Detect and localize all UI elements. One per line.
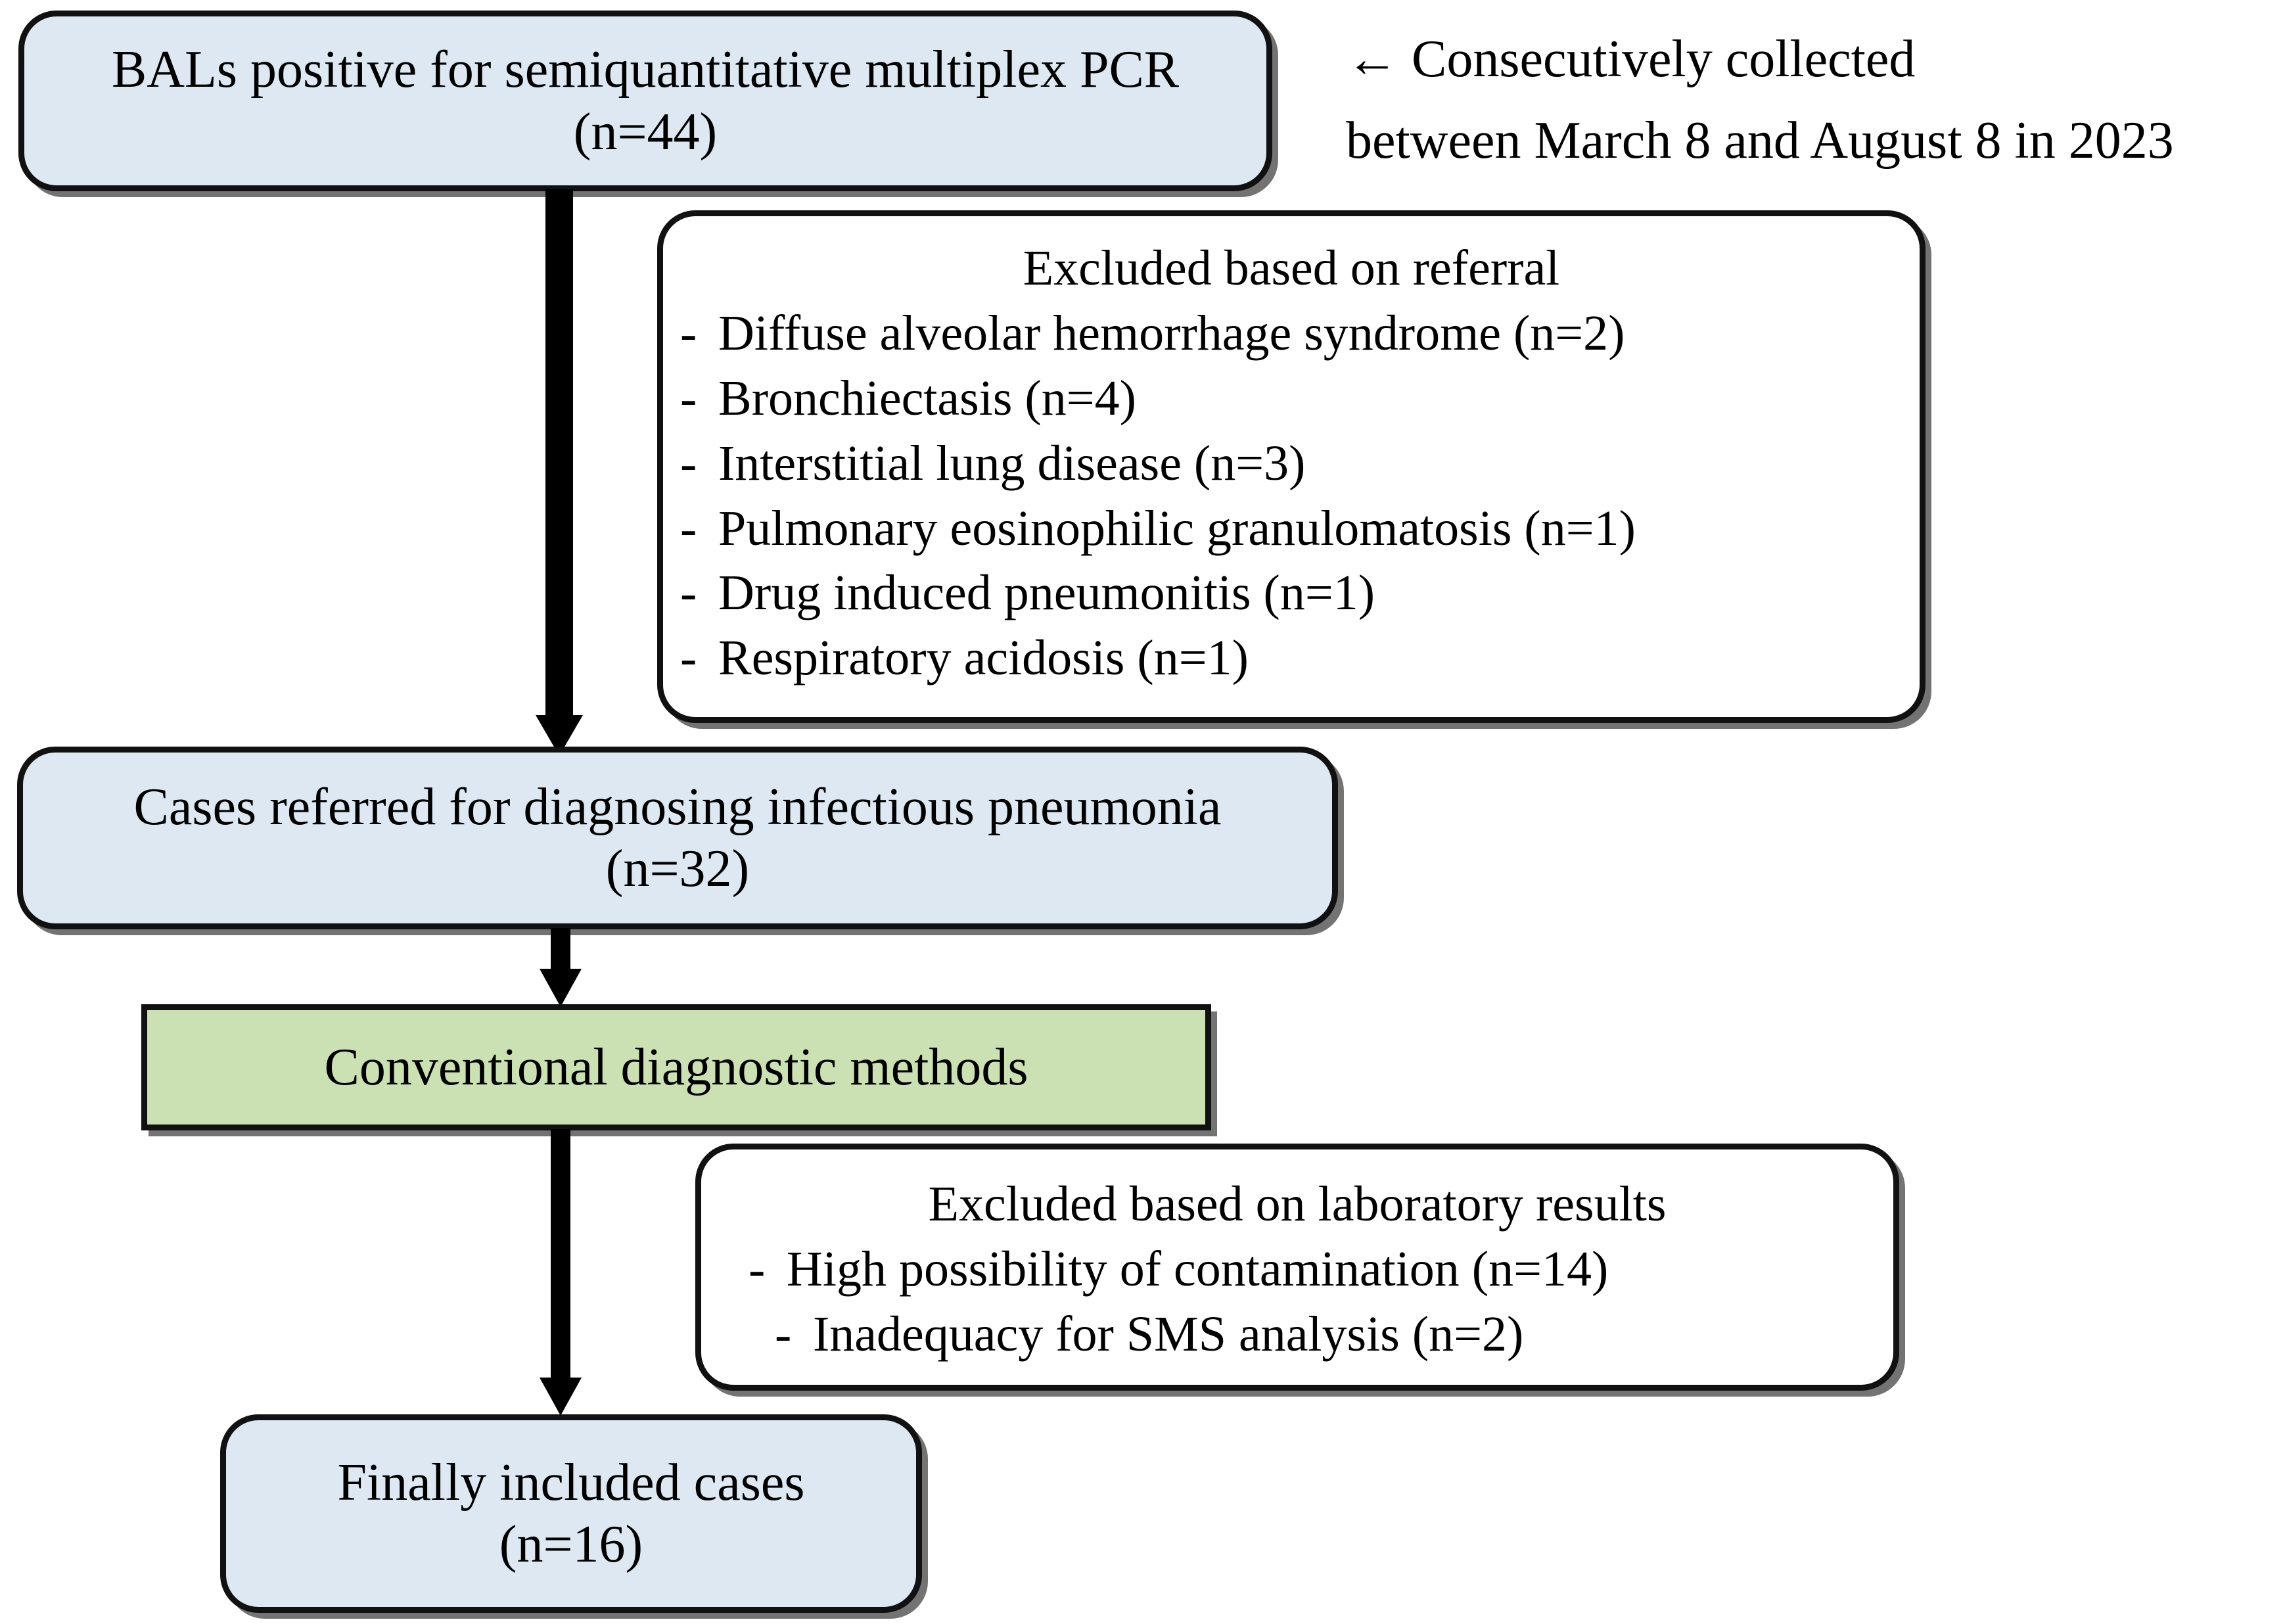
list-item-label: Diffuse alveolar hemorrhage syndrome (n=…	[718, 306, 1625, 361]
exclusion-box-laboratory: Excluded based on laboratory results - H…	[695, 1144, 1899, 1391]
list-item-label: Drug induced pneumonitis (n=1)	[718, 565, 1375, 621]
list-item-label: Inadequacy for SMS analysis (n=2)	[813, 1306, 1524, 1362]
annotation-text-2: between March 8 and August 8 in 2023	[1346, 112, 2174, 170]
bullet-dash-icon: -	[680, 565, 697, 621]
bullet-dash-icon: -	[680, 306, 697, 361]
node-referred-cases: Cases referred for diagnosing infectious…	[17, 747, 1338, 929]
list-item: - Inadequacy for SMS analysis (n=2)	[749, 1302, 1608, 1367]
bullet-dash-icon: -	[680, 500, 697, 556]
bullet-dash-icon: -	[680, 630, 697, 686]
left-arrow-icon: ←	[1346, 30, 1398, 88]
list-item: - High possibility of contamination (n=1…	[749, 1237, 1608, 1302]
exclusion-laboratory-title: Excluded based on laboratory results	[928, 1176, 1667, 1232]
list-item-label: Interstitial lung disease (n=3)	[718, 435, 1306, 491]
list-item: - Diffuse alveolar hemorrhage syndrome (…	[680, 301, 1636, 366]
exclusion-laboratory-list: - High possibility of contamination (n=1…	[701, 1237, 1608, 1367]
node-final-cases: Finally included cases (n=16)	[220, 1414, 922, 1613]
node-source-population: BALs positive for semiquantitative multi…	[18, 11, 1272, 191]
list-item-label: Respiratory acidosis (n=1)	[718, 630, 1249, 686]
arrow-head	[540, 1378, 582, 1416]
list-item-label: Pulmonary eosinophilic granulomatosis (n…	[718, 500, 1636, 556]
list-item: - Bronchiectasis (n=4)	[680, 366, 1636, 431]
list-item-label: High possibility of contamination (n=14)	[787, 1241, 1609, 1297]
arrow-conventional-to-final	[540, 1129, 582, 1416]
node-source-population-line1: BALs positive for semiquantitative multi…	[111, 41, 1180, 99]
list-item: - Respiratory acidosis (n=1)	[680, 626, 1636, 691]
arrow-shaft	[551, 1129, 570, 1378]
node-conventional-methods: Conventional diagnostic methods	[141, 1004, 1211, 1130]
bullet-dash-icon: -	[749, 1241, 766, 1297]
node-final-cases-line1: Finally included cases	[337, 1453, 805, 1512]
arrow-referred-to-conventional	[540, 928, 582, 1007]
exclusion-referral-list: - Diffuse alveolar hemorrhage syndrome (…	[663, 301, 1636, 691]
annotation-text-1: Consecutively collected	[1412, 30, 1916, 88]
node-referred-cases-line1: Cases referred for diagnosing infectious…	[133, 777, 1222, 836]
arrow-shaft	[545, 189, 573, 715]
node-source-population-line2: (n=44)	[573, 103, 718, 161]
list-item: - Interstitial lung disease (n=3)	[680, 431, 1636, 496]
node-final-cases-line2: (n=16)	[499, 1516, 643, 1573]
annotation-line-1: ← Consecutively collected	[1346, 18, 2174, 100]
bullet-dash-icon: -	[680, 370, 697, 426]
bullet-dash-icon: -	[680, 435, 697, 491]
list-item: - Drug induced pneumonitis (n=1)	[680, 561, 1636, 626]
exclusion-referral-title: Excluded based on referral	[1023, 241, 1560, 296]
annotation-collection-period: ← Consecutively collected between March …	[1346, 18, 2174, 181]
bullet-dash-icon: -	[775, 1306, 792, 1362]
node-conventional-methods-label: Conventional diagnostic methods	[324, 1038, 1028, 1096]
arrow-head	[540, 969, 582, 1007]
list-item-label: Bronchiectasis (n=4)	[718, 370, 1136, 426]
node-referred-cases-line2: (n=32)	[605, 840, 750, 898]
exclusion-box-referral: Excluded based on referral - Diffuse alv…	[657, 210, 1926, 723]
arrow-source-to-referred	[536, 189, 583, 756]
arrow-shaft	[551, 928, 570, 969]
list-item: - Pulmonary eosinophilic granulomatosis …	[680, 496, 1636, 561]
